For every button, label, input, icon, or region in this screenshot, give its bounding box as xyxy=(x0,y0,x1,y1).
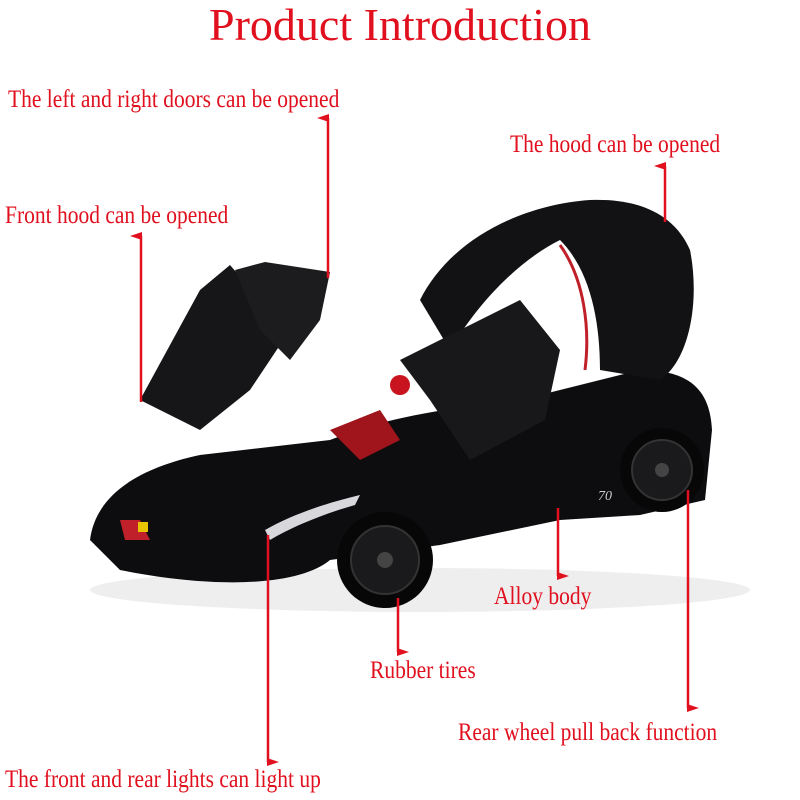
annotation-arrows xyxy=(130,114,699,766)
label-doors: The left and right doors can be opened xyxy=(8,86,340,113)
car-badge-text: 70 xyxy=(598,489,612,504)
label-hood: The hood can be opened xyxy=(510,131,721,158)
toy-car-image: 70 xyxy=(90,199,750,612)
label-alloy-body: Alloy body xyxy=(494,583,592,610)
label-lights: The front and rear lights can light up xyxy=(5,766,321,793)
label-front-hood: Front hood can be opened xyxy=(5,202,229,229)
label-rubber-tires: Rubber tires xyxy=(370,657,476,684)
page-title: Product Introduction xyxy=(209,0,591,50)
label-pull-back: Rear wheel pull back function xyxy=(458,719,718,746)
